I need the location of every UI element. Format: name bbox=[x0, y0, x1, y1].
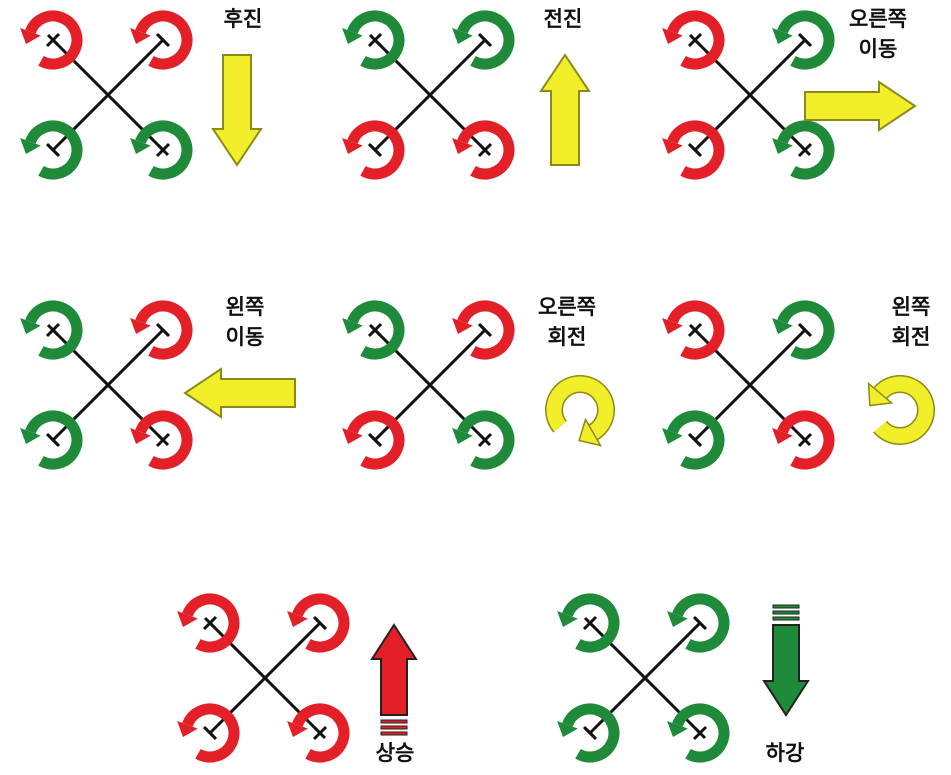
rotor-front-left-red bbox=[662, 10, 725, 70]
rotor-front-left-green bbox=[342, 300, 405, 360]
panel-label-line: 하강 bbox=[766, 741, 805, 765]
panel-label: 후진 bbox=[224, 7, 263, 31]
panel-backward: 후진 bbox=[20, 7, 263, 180]
rotor-front-right-green bbox=[452, 10, 515, 70]
x-frame bbox=[582, 615, 708, 741]
rotor-rear-right-red bbox=[452, 120, 515, 180]
descend-arrow-icon bbox=[762, 604, 810, 717]
rotor-front-left-red bbox=[20, 10, 83, 70]
panel-label-line: 전진 bbox=[544, 7, 583, 31]
right-arrow-icon bbox=[804, 80, 917, 132]
panel-label-line: 오른쪽 bbox=[538, 295, 596, 319]
panel-label-line: 상승 bbox=[376, 741, 415, 765]
panel-label-line: 왼쪽 bbox=[892, 295, 931, 319]
rotor-front-right-red bbox=[452, 300, 515, 360]
panel-label-line: 회전 bbox=[892, 325, 931, 349]
panel-descend: 하강 bbox=[557, 593, 810, 765]
rotor-rear-right-red bbox=[287, 703, 350, 763]
rotor-front-left-green bbox=[20, 300, 83, 360]
rotor-rear-left-green bbox=[20, 120, 83, 180]
rotor-front-right-red bbox=[130, 300, 193, 360]
rotor-rear-right-red bbox=[772, 410, 835, 470]
up-arrow-icon bbox=[539, 53, 591, 166]
rotor-front-right-red bbox=[287, 593, 350, 653]
panel-label: 하강 bbox=[766, 741, 805, 765]
rotor-rear-left-red bbox=[342, 410, 405, 470]
x-frame bbox=[687, 32, 813, 158]
x-frame bbox=[367, 322, 493, 448]
rotor-rear-right-green bbox=[130, 120, 193, 180]
x-frame bbox=[45, 322, 171, 448]
panel-label-line: 왼쪽 bbox=[226, 295, 265, 319]
rotor-rear-left-red bbox=[662, 120, 725, 180]
down-arrow-icon bbox=[211, 54, 263, 167]
x-frame bbox=[202, 615, 328, 741]
panel-label-line: 후진 bbox=[224, 7, 263, 31]
rotate-counterclockwise-icon bbox=[867, 375, 935, 445]
rotor-front-left-green bbox=[557, 593, 620, 653]
ascend-arrow-icon bbox=[370, 623, 418, 736]
rotor-front-right-green bbox=[667, 593, 730, 653]
panel-label-line: 이동 bbox=[226, 325, 265, 349]
rotor-rear-left-green bbox=[20, 410, 83, 470]
rotor-rear-right-green bbox=[667, 703, 730, 763]
panel-forward: 전진 bbox=[342, 7, 591, 180]
rotor-rear-left-green bbox=[662, 410, 725, 470]
panel-ascend: 상승 bbox=[177, 593, 418, 765]
rotor-rear-left-green bbox=[557, 703, 620, 763]
rotor-rear-right-green bbox=[452, 410, 515, 470]
rotor-rear-right-green bbox=[772, 120, 835, 180]
rotate-clockwise-icon bbox=[545, 375, 615, 447]
rotor-front-left-red bbox=[662, 300, 725, 360]
left-arrow-icon bbox=[183, 367, 296, 419]
rotor-rear-right-red bbox=[130, 410, 193, 470]
panel-label-line: 오른쪽 bbox=[849, 7, 907, 31]
panel-label: 전진 bbox=[544, 7, 583, 31]
rotor-front-right-green bbox=[772, 300, 835, 360]
x-frame bbox=[367, 32, 493, 158]
panel-label-line: 이동 bbox=[859, 37, 898, 61]
rotor-rear-left-red bbox=[342, 120, 405, 180]
panel-label: 상승 bbox=[376, 741, 415, 765]
rotor-front-right-red bbox=[130, 10, 193, 70]
x-frame bbox=[687, 322, 813, 448]
panel-label-line: 회전 bbox=[548, 325, 587, 349]
rotor-front-right-green bbox=[772, 10, 835, 70]
x-frame bbox=[45, 32, 171, 158]
rotor-rear-left-red bbox=[177, 703, 240, 763]
rotor-front-left-red bbox=[177, 593, 240, 653]
rotor-front-left-green bbox=[342, 10, 405, 70]
